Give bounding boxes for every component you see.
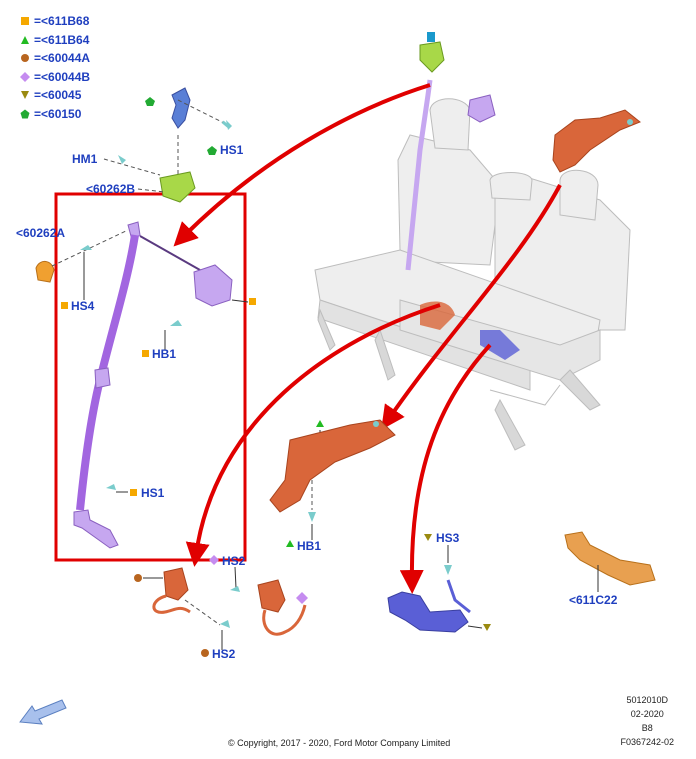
diamond-icon bbox=[18, 71, 32, 83]
bolt-icon bbox=[308, 512, 316, 522]
legend-eq: = bbox=[34, 106, 42, 121]
bolt-icon bbox=[221, 120, 232, 130]
circle-icon bbox=[18, 52, 32, 64]
leader-line bbox=[103, 158, 161, 176]
square-icon bbox=[18, 15, 32, 27]
leader-line bbox=[137, 188, 166, 193]
legend-row-611b68: =<611B68 bbox=[18, 12, 90, 31]
bolt-icon bbox=[220, 620, 230, 628]
label-60262a: <60262A bbox=[16, 226, 65, 240]
seat-belt-webbing bbox=[405, 79, 433, 271]
inverted-triangle-marker bbox=[424, 534, 432, 541]
square-marker bbox=[130, 489, 137, 496]
triangle-marker bbox=[286, 540, 294, 547]
legend-eq: = bbox=[34, 32, 42, 47]
legend-row-60150: =<60150 bbox=[18, 105, 90, 124]
legend-code: <60150 bbox=[41, 106, 82, 121]
code-line: 02-2020 bbox=[630, 709, 664, 719]
square-marker bbox=[142, 350, 149, 357]
legend-row-60044a: =<60044A bbox=[18, 49, 90, 68]
legend-code: <611B64 bbox=[41, 32, 90, 47]
trim-cap bbox=[35, 261, 55, 283]
rear-center-buckle bbox=[387, 579, 471, 633]
callout-arrows bbox=[173, 83, 562, 594]
legend-eq: = bbox=[34, 88, 42, 103]
diamond-marker bbox=[209, 555, 219, 565]
code-line: 5012010D bbox=[626, 695, 668, 705]
rear-seat bbox=[314, 98, 631, 451]
triangle-icon bbox=[18, 34, 32, 46]
legend-eq: = bbox=[34, 69, 42, 84]
square-marker bbox=[61, 302, 68, 309]
legend-code: <60045 bbox=[41, 88, 82, 103]
front-seat-belt bbox=[73, 221, 201, 549]
code-line: B8 bbox=[641, 723, 653, 733]
upper-right-belt-assembly bbox=[552, 109, 641, 173]
leader-line bbox=[467, 625, 483, 629]
label-hs2-bottom: HS2 bbox=[212, 647, 236, 661]
label-hb1-left: HB1 bbox=[152, 347, 176, 361]
label-hs1-left: HS1 bbox=[141, 486, 165, 500]
diamond-marker bbox=[296, 592, 308, 604]
legend-code: <611B68 bbox=[41, 14, 90, 29]
bolt-icon bbox=[230, 586, 240, 592]
upper-belt-guide bbox=[419, 32, 445, 73]
seat-buckle-blue bbox=[480, 330, 520, 360]
belt-retractor bbox=[193, 264, 233, 307]
legend-row-60044b: =<60044B bbox=[18, 68, 90, 87]
legend-code: <60044A bbox=[41, 51, 91, 66]
bolt-icon bbox=[80, 245, 92, 250]
inverted-triangle-icon bbox=[18, 89, 32, 101]
center-belt-assembly bbox=[269, 419, 396, 513]
label-hm1: HM1 bbox=[72, 152, 98, 166]
buckle-left bbox=[152, 567, 191, 614]
circle-marker bbox=[201, 649, 209, 657]
upper-anchor-bracket bbox=[171, 87, 229, 180]
label-hs1-top: HS1 bbox=[220, 143, 244, 157]
code-line: F0367242-02 bbox=[620, 737, 674, 747]
legend: =<611B68 =<611B64 =<60044A =<60044B =<60… bbox=[18, 12, 90, 123]
d-ring-cover bbox=[159, 171, 196, 203]
bolt-icon bbox=[444, 565, 452, 575]
seat-belt-buckle-strap bbox=[564, 531, 656, 586]
inverted-triangle-marker bbox=[483, 624, 491, 631]
buckle-right bbox=[257, 579, 307, 636]
label-hs4: HS4 bbox=[71, 299, 95, 313]
label-hb1-mid: HB1 bbox=[297, 539, 321, 553]
circle-marker bbox=[134, 574, 142, 582]
leader-line bbox=[231, 299, 249, 303]
bolt-icon bbox=[170, 320, 182, 326]
legend-eq: = bbox=[34, 51, 42, 66]
bolt-icon bbox=[118, 155, 126, 164]
label-611c22: <611C22 bbox=[569, 593, 618, 607]
legend-row-60045: =<60045 bbox=[18, 86, 90, 105]
leader-line bbox=[184, 599, 221, 626]
copyright-text: © Copyright, 2017 - 2020, Ford Motor Com… bbox=[228, 738, 451, 748]
bolt-icon bbox=[106, 484, 116, 490]
pentagon-icon bbox=[18, 108, 32, 120]
pentagon-marker bbox=[145, 97, 155, 106]
legend-code: <60044B bbox=[41, 69, 91, 84]
seat-retractor bbox=[467, 94, 496, 123]
direction-arrow-icon bbox=[19, 699, 67, 725]
document-codes: 5012010D 02-2020 B8 F0367242-02 bbox=[620, 693, 674, 749]
leader-line bbox=[234, 566, 237, 589]
label-hs3: HS3 bbox=[436, 531, 460, 545]
label-hs2-top: HS2 bbox=[222, 554, 246, 568]
square-marker bbox=[249, 298, 256, 305]
detail-frame bbox=[54, 192, 247, 562]
legend-row-611b64: =<611B64 bbox=[18, 31, 90, 50]
label-60262b: <60262B bbox=[86, 182, 135, 196]
pentagon-marker bbox=[207, 146, 217, 155]
legend-eq: = bbox=[34, 14, 42, 29]
triangle-marker bbox=[316, 420, 324, 427]
